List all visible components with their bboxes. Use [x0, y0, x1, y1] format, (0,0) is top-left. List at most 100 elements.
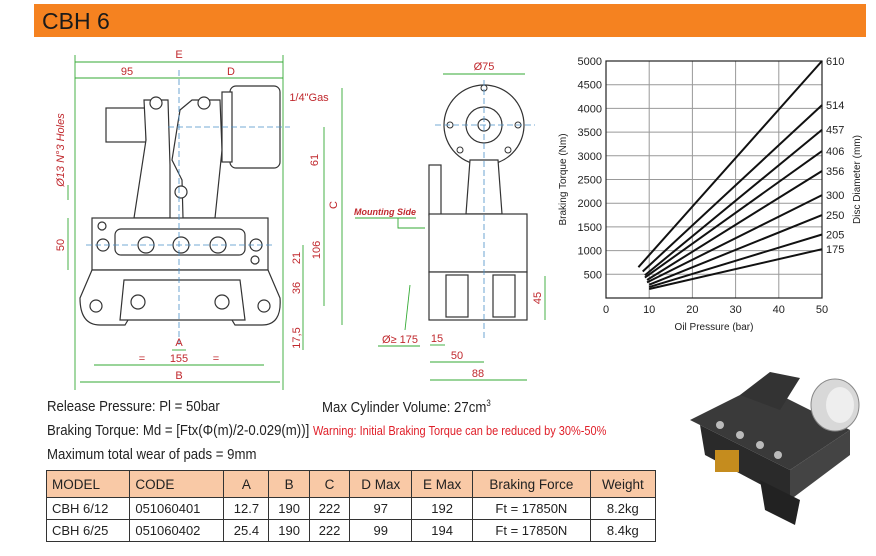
series-label-356: 356 [826, 166, 844, 178]
max-wear: Maximum total wear of pads = 9mm [47, 446, 257, 463]
col-weight: Weight [589, 470, 657, 498]
dim-88: 88 [472, 368, 484, 380]
col-c: C [308, 470, 351, 498]
series-label-457: 457 [826, 125, 844, 137]
y-tick-label: 500 [584, 269, 602, 281]
cell: 8.2kg [589, 497, 657, 520]
dim-E: E [175, 49, 182, 61]
col-model: MODEL [45, 470, 131, 498]
series-line-356 [646, 170, 823, 281]
cell: CBH 6/12 [45, 497, 131, 520]
y-tick-label: 3500 [578, 127, 602, 139]
x-tick-label: 10 [643, 304, 655, 316]
series-label-250: 250 [826, 210, 844, 222]
cell: 99 [349, 519, 413, 542]
series-line-175 [648, 248, 823, 290]
product-photo [690, 372, 860, 525]
dim-45: 45 [532, 292, 544, 304]
x-tick-label: 40 [773, 304, 785, 316]
x-tick-label: 30 [729, 304, 741, 316]
cell: 192 [411, 497, 474, 520]
warning-text: Warning: Initial Braking Torque can be r… [312, 424, 607, 438]
cell: 051060402 [129, 519, 225, 542]
col-dmax: D Max [349, 470, 413, 498]
series-line-514 [642, 104, 823, 273]
x-tick-label: 20 [686, 304, 698, 316]
max-cylinder-volume: Max Cylinder Volume: 27cm3 [322, 398, 491, 416]
y-tick-label: 1000 [578, 246, 602, 258]
dim-155: 155 [170, 353, 188, 365]
cell: CBH 6/25 [45, 519, 131, 542]
cell: 12.7 [223, 497, 270, 520]
dim-17-5: 17,5 [291, 327, 303, 348]
dim-106: 106 [311, 241, 323, 259]
series-label-205: 205 [826, 229, 844, 241]
cell: 190 [268, 519, 310, 542]
cell: 190 [268, 497, 310, 520]
series-label-514: 514 [826, 100, 844, 112]
x-tick-label: 0 [603, 304, 609, 316]
col-b: B [268, 470, 310, 498]
braking-torque-formula: Braking Torque: Md = [Ftx(Φ(m)/2-0.029(m… [47, 422, 606, 439]
col-braking-force: Braking Force [472, 470, 591, 498]
series-label-610: 610 [826, 56, 844, 68]
dim-B: B [175, 370, 182, 382]
dim-eq-right: = [213, 353, 219, 365]
spec-table: MODEL CODE A B C D Max E Max Braking For… [45, 470, 657, 542]
y-axis-label: Braking Torque (Nm) [558, 133, 569, 225]
torque-chart: 0 10 20 30 40 50 500 1000 1500 2000 2500 3000 3500 40… [558, 56, 863, 333]
volume-text: Max Cylinder Volume: 27cm [322, 399, 487, 416]
series-line-610 [637, 60, 823, 268]
dim-d75: Ø75 [474, 61, 495, 73]
series-label-406: 406 [826, 146, 844, 158]
dim-side-50: 50 [451, 350, 463, 362]
holes-label: Ø13 N°3 Holes [55, 113, 67, 188]
table-header-row: MODEL CODE A B C D Max E Max Braking For… [45, 470, 657, 498]
series-line-300 [646, 194, 823, 284]
series-line-250 [648, 214, 823, 286]
torque-text: Braking Torque: Md = [Ftx(Φ(m)/2-0.029(m… [47, 422, 310, 439]
mounting-side-label: Mounting Side [354, 207, 416, 217]
dim-gas: 1/4"Gas [289, 92, 329, 104]
cell: 222 [308, 519, 351, 542]
dim-disc: Ø≥ 175 [382, 334, 418, 346]
y-tick-label: 2500 [578, 175, 602, 187]
cell: 25.4 [223, 519, 270, 542]
cell: 97 [349, 497, 413, 520]
col-a: A [223, 470, 270, 498]
col-emax: E Max [411, 470, 474, 498]
y2-axis-label: Disc Diameter (mm) [852, 135, 863, 224]
y-tick-label: 2000 [578, 198, 602, 210]
cell: 222 [308, 497, 351, 520]
dim-50: 50 [55, 239, 67, 251]
dim-95: 95 [121, 66, 133, 78]
plot-frame [605, 60, 823, 299]
volume-sup: 3 [486, 398, 491, 408]
dim-A: A [175, 337, 183, 349]
dim-61: 61 [309, 154, 321, 166]
series-label-175: 175 [826, 244, 844, 256]
dim-eq-left: = [139, 353, 145, 365]
y-tick-label: 4500 [578, 80, 602, 92]
y-tick-label: 5000 [578, 56, 602, 68]
dim-C: C [328, 201, 340, 209]
dim-15: 15 [431, 333, 443, 345]
series-label-300: 300 [826, 190, 844, 202]
series-line-406 [644, 150, 823, 279]
page-title: CBH 6 [42, 8, 110, 34]
y-tick-label: 1500 [578, 222, 602, 234]
dim-21: 21 [291, 252, 303, 264]
cell: 194 [411, 519, 474, 542]
series-line-205 [648, 233, 823, 289]
title-bar: CBH 6 [34, 4, 866, 37]
x-axis-label: Oil Pressure (bar) [675, 322, 754, 333]
x-tick-label: 50 [816, 304, 828, 316]
cell: 8.4kg [589, 519, 657, 542]
cell: Ft = 17850N [472, 519, 591, 542]
release-pressure: Release Pressure: Pl = 50bar [47, 398, 220, 415]
y-tick-label: 3000 [578, 151, 602, 163]
